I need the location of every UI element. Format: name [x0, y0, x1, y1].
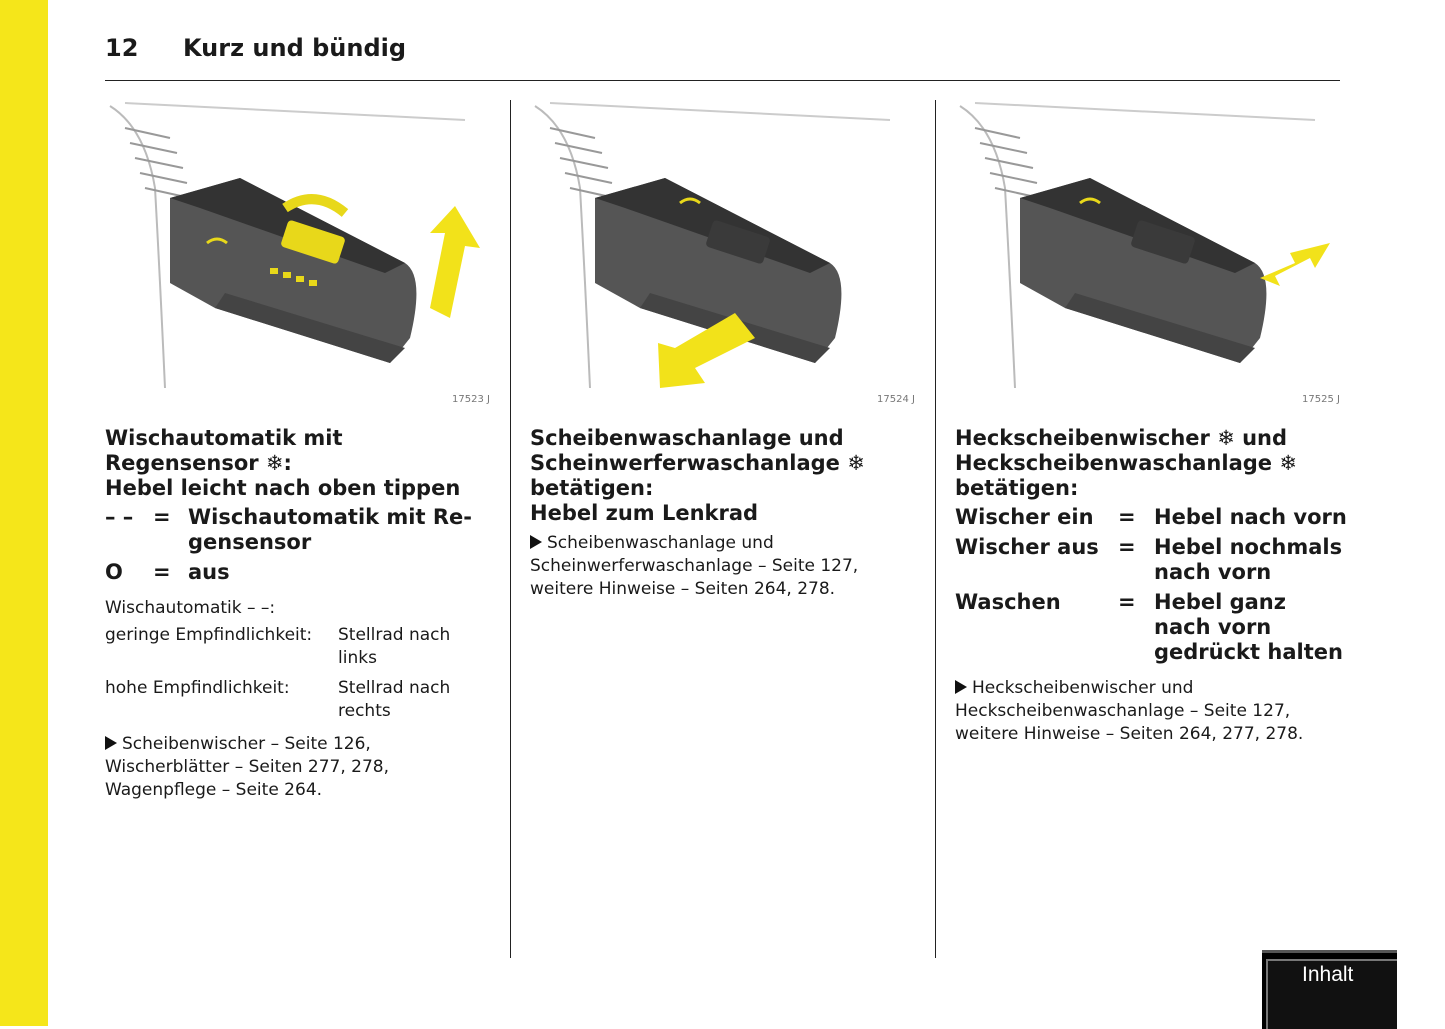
section-heading: Wischautomatik mit Regensensor ❄: Hebel …	[105, 426, 500, 501]
definition-text: aus	[188, 560, 230, 584]
figure-lever-pull: 17524 J	[530, 98, 925, 408]
reference-link[interactable]: Heckscheibenwischer und	[972, 678, 1194, 698]
heading-line: Scheinwerferwaschanlage ❄	[530, 451, 865, 475]
column-divider	[935, 100, 936, 958]
definition-label: Wischer aus	[955, 535, 1099, 559]
page-number: 12	[105, 34, 139, 62]
page-references: Scheibenwaschanlage und Scheinwerferwasc…	[530, 532, 925, 601]
page-references: Scheibenwischer – Seite 126, Wischerblät…	[105, 733, 500, 802]
value-line: rechts	[338, 701, 391, 721]
definition-line: nach vorn	[1154, 560, 1272, 584]
contents-button-face	[1266, 959, 1397, 1029]
sensitivity-value: Stellrad nach rechts	[338, 677, 498, 723]
contents-button-label: Inhalt	[1302, 963, 1354, 986]
heading-line: Wischautomatik mit	[105, 426, 343, 450]
heading-line: Heckscheibenwaschanlage ❄	[955, 451, 1297, 475]
sensitivity-table: geringe Empfindlichkeit: Stellrad nach l…	[105, 624, 500, 723]
page-title: Kurz und bündig	[183, 34, 407, 62]
heading-line: betätigen:	[530, 476, 654, 500]
reference-link[interactable]: Scheibenwaschanlage und	[547, 533, 774, 553]
definition-line: Wischautomatik mit Re-	[188, 505, 472, 529]
equals-sign: =	[1118, 535, 1136, 559]
column-wiper-auto: 17523 J Wischautomatik mit Regensensor ❄…	[105, 98, 500, 802]
reference-link[interactable]: weitere Hinweise – Seiten 264, 278.	[530, 579, 836, 599]
definition-text: Hebel nach vorn	[1154, 505, 1347, 529]
sensitivity-value: Stellrad nach links	[338, 624, 498, 670]
heading-line: Scheibenwaschanlage und	[530, 426, 844, 450]
equals-sign: =	[1118, 505, 1136, 529]
value-line: links	[338, 648, 377, 668]
contents-button[interactable]: Inhalt	[1262, 950, 1397, 1029]
rear-wiper-lever-illustration	[959, 102, 1330, 389]
equals-sign: =	[153, 505, 171, 529]
definition-line: Hebel ganz	[1154, 590, 1286, 614]
figure-number: 17524 J	[877, 394, 915, 405]
equals-sign: =	[1118, 590, 1136, 614]
definition-label: Wischer ein	[955, 505, 1094, 529]
figure-number: 17525 J	[1302, 394, 1340, 405]
reference-link[interactable]: Scheibenwischer – Seite 126,	[122, 734, 371, 754]
reference-arrow-icon	[105, 736, 117, 750]
reference-link[interactable]: Scheinwerferwaschanlage – Seite 127,	[530, 556, 859, 576]
column-divider	[510, 100, 511, 958]
sub-label: Wischautomatik – –:	[105, 598, 276, 618]
figure-lever-push: 17525 J	[955, 98, 1350, 408]
figure-lever-up: 17523 J	[105, 98, 500, 408]
sensitivity-label: hohe Empfindlichkeit:	[105, 678, 290, 698]
definition-line: Hebel nochmals	[1154, 535, 1343, 559]
reference-arrow-icon	[955, 680, 967, 694]
sensitivity-label: geringe Empfindlichkeit:	[105, 625, 313, 645]
definition-line: gensensor	[188, 530, 312, 554]
side-color-bar	[0, 0, 48, 1026]
definition-label: Waschen	[955, 590, 1061, 614]
heading-line: Heckscheibenwischer ❄ und	[955, 426, 1288, 450]
reference-link[interactable]: Wischerblätter – Seiten 277, 278,	[105, 757, 389, 777]
definition-line: nach vorn	[1154, 615, 1272, 639]
header-divider	[105, 80, 1340, 81]
figure-number: 17523 J	[452, 394, 490, 405]
definition-line: gedrückt halten	[1154, 640, 1343, 664]
definition-list: Wischer ein = Hebel nach vorn Wischer au…	[955, 505, 1350, 665]
reference-link[interactable]: Heckscheibenwaschanlage – Seite 127,	[955, 701, 1291, 721]
reference-link[interactable]: Wagenpflege – Seite 264.	[105, 780, 323, 800]
symbol-off: O	[105, 560, 123, 584]
heading-line: betätigen:	[955, 476, 1079, 500]
heading-line: Hebel zum Lenkrad	[530, 501, 759, 525]
value-line: Stellrad nach	[338, 625, 451, 645]
column-washer: 17524 J Scheibenwaschanlage und Scheinwe…	[530, 98, 925, 601]
column-rear-wiper: 17525 J Heckscheibenwischer ❄ und Hecksc…	[955, 98, 1350, 746]
section-heading: Heckscheibenwischer ❄ und Heckscheibenwa…	[955, 426, 1350, 501]
value-line: Stellrad nach	[338, 678, 451, 698]
page-references: Heckscheibenwischer und Heckscheibenwasc…	[955, 677, 1350, 746]
section-heading: Scheibenwaschanlage und Scheinwerferwasc…	[530, 426, 925, 526]
heading-line: Regensensor ❄:	[105, 451, 292, 475]
reference-arrow-icon	[530, 535, 542, 549]
definition-list: – – = Wischautomatik mit Re- gensensor O…	[105, 505, 500, 585]
definition-text: Wischautomatik mit Re- gensensor	[188, 505, 488, 555]
definition-text: Hebel nochmals nach vorn	[1154, 535, 1350, 585]
symbol-auto: – –	[105, 505, 134, 529]
reference-link[interactable]: weitere Hinweise – Seiten 264, 277, 278.	[955, 724, 1304, 744]
definition-text: Hebel ganz nach vorn gedrückt halten	[1154, 590, 1350, 665]
wiper-lever-illustration	[109, 102, 480, 389]
washer-lever-illustration	[534, 102, 891, 389]
equals-sign: =	[153, 560, 171, 584]
heading-line: Hebel leicht nach oben tippen	[105, 476, 461, 500]
